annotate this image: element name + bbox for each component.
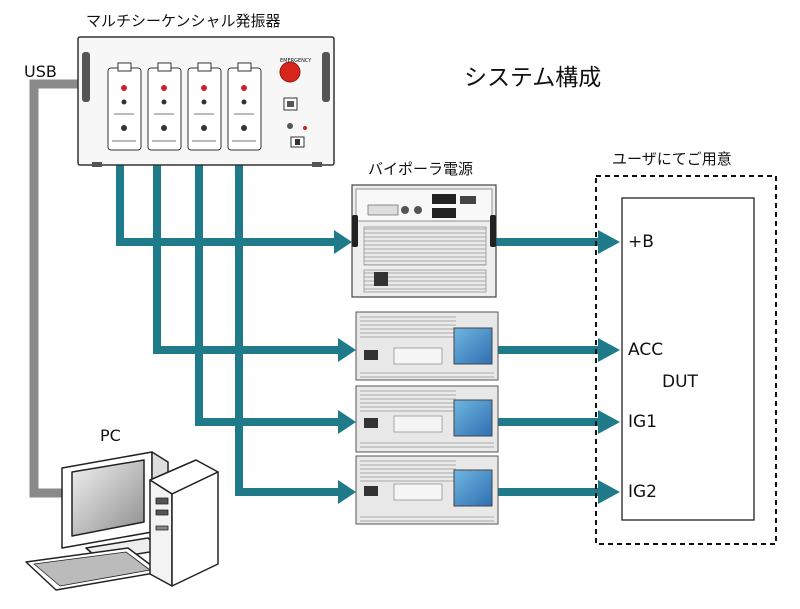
power-amplifier-1 bbox=[355, 311, 499, 381]
port-label: IG1 bbox=[628, 412, 658, 432]
port-label: ACC bbox=[628, 340, 664, 360]
port-label: IG2 bbox=[628, 482, 658, 502]
dut-box bbox=[621, 197, 755, 521]
sequential-generator bbox=[77, 36, 335, 167]
dut-label: DUT bbox=[662, 372, 698, 392]
power-amplifier-2 bbox=[355, 385, 499, 453]
user-equipment-box bbox=[595, 175, 777, 545]
pc-illustration bbox=[25, 451, 219, 591]
emergency-button bbox=[279, 61, 301, 83]
generator-label: マルチシーケンシャル発振器 bbox=[86, 12, 281, 30]
pc-label: PC bbox=[100, 426, 121, 445]
arrow-heads bbox=[334, 230, 620, 504]
port-label: +B bbox=[628, 232, 654, 252]
usb-label: USB bbox=[24, 62, 57, 81]
bipolar-power-supply bbox=[351, 184, 497, 298]
usb-cable bbox=[29, 79, 80, 498]
bipolar-label: バイポーラ電源 bbox=[368, 160, 474, 178]
user-equipment-label: ユーザにてご用意 bbox=[612, 150, 732, 168]
power-amplifier-3 bbox=[355, 455, 499, 525]
page-title: システム構成 bbox=[464, 65, 602, 91]
signal-lines bbox=[116, 160, 602, 496]
emergency-label: EMERGENCY bbox=[280, 58, 312, 64]
